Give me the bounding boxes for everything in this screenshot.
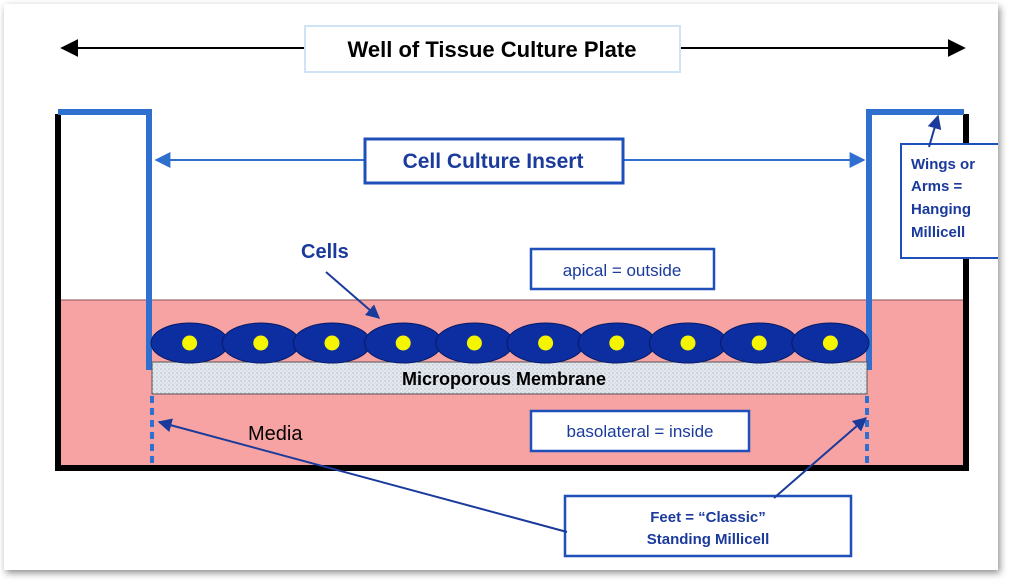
cells-label: Cells (301, 241, 349, 263)
apical-label: apical = outside (563, 261, 682, 280)
title-text: Well of Tissue Culture Plate (348, 37, 637, 62)
cell-nucleus (466, 335, 482, 351)
feet-pointer-right (773, 417, 868, 499)
wings-line-3: Hanging (911, 201, 971, 218)
cell-nucleus (822, 335, 838, 351)
cell-nucleus (253, 335, 269, 351)
well-diagram: Well of Tissue Culture Plate Cell Cultur… (55, 25, 998, 558)
cell-layer (150, 322, 870, 364)
apical-box (529, 247, 716, 291)
insert-right-wall (866, 109, 964, 370)
basolateral-label: basolateral = inside (567, 422, 714, 441)
insert-label-text: Cell Culture Insert (403, 150, 584, 173)
insert-label-box (363, 137, 625, 185)
membrane-label: Microporous Membrane (402, 369, 606, 389)
cell-nucleus (680, 335, 696, 351)
wings-line-4: Millicell (911, 224, 965, 241)
cell-nucleus (538, 335, 554, 351)
wings-pointer-arrow (927, 114, 942, 148)
slide: Well of Tissue Culture Plate Cell Cultur… (4, 4, 998, 570)
cells-pointer-arrow (325, 271, 381, 319)
cell-nucleus (324, 335, 340, 351)
media-label: Media (248, 423, 303, 445)
cell-nucleus (395, 335, 411, 351)
wings-line-1: Wings or (911, 156, 975, 173)
microporous-membrane (151, 361, 868, 395)
wings-box (900, 143, 998, 259)
feet-line-2: Standing Millicell (647, 531, 770, 548)
cell-nucleus (609, 335, 625, 351)
insert-left-wall (58, 109, 152, 370)
well-wall (55, 114, 969, 471)
cell-nucleus (751, 335, 767, 351)
feet-box (563, 494, 853, 558)
title-box (304, 25, 681, 73)
feet-pointer-left (157, 418, 568, 533)
wings-line-2: Arms = (911, 178, 963, 195)
basolateral-box (529, 409, 751, 453)
feet-line-1: Feet = “Classic” (650, 509, 765, 526)
cell-nucleus (182, 335, 198, 351)
